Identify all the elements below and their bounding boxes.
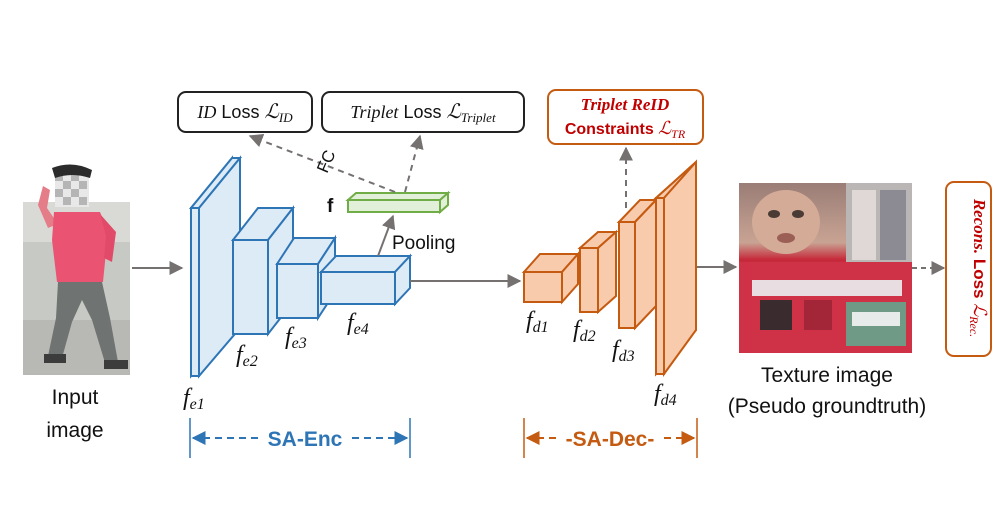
feature-label: f	[327, 196, 334, 217]
label-fe4: fe4	[347, 310, 369, 338]
pooling-arrow	[377, 214, 396, 257]
triplet-arrow	[404, 134, 424, 193]
encoder-block-e3	[275, 234, 337, 322]
label-fe3: fe3	[285, 324, 307, 352]
decoder-block-d2	[577, 229, 619, 315]
label-fe2: fe2	[236, 342, 258, 370]
label-fd3: fd3	[612, 337, 635, 365]
sa-dec-bracket	[523, 418, 698, 458]
input-person-image	[23, 164, 130, 375]
input-label-line2: image	[46, 419, 103, 442]
tr-constraints-box	[547, 89, 704, 145]
triplet-loss-label: Triplet Loss ℒTriplet	[350, 101, 496, 125]
recons-loss-label: Recons. Loss ℒRec.	[967, 198, 990, 337]
decoder-block-d4	[653, 159, 697, 378]
texture-label-line1: Texture image	[761, 364, 893, 387]
texture-label-line2: (Pseudo groundtruth)	[728, 395, 926, 418]
label-fd2: fd2	[573, 317, 596, 345]
id-loss-label: ID Loss ℒID	[196, 101, 293, 125]
fc-arrow	[248, 134, 396, 193]
tr-constraints-line2: Constraints ℒTR	[565, 118, 686, 141]
tr-constraints-line1: Triplet ReID	[581, 95, 670, 114]
label-fd4: fd4	[654, 381, 677, 409]
label-fe1: fe1	[183, 385, 205, 413]
triplet-loss-box	[321, 91, 525, 133]
pooling-label: Pooling	[392, 233, 455, 254]
label-fd1: fd1	[526, 308, 549, 336]
input-label-line1: Input	[52, 386, 99, 409]
texture-image	[739, 183, 912, 353]
feature-vector-box	[345, 190, 451, 215]
sa-dec-label: -SA-Dec-	[566, 428, 655, 451]
sa-enc-bracket	[189, 418, 411, 458]
sa-enc-label: SA-Enc	[268, 428, 343, 451]
encoder-block-e1	[188, 155, 243, 379]
recons-loss-box	[945, 181, 992, 357]
fc-label: FC	[313, 147, 339, 175]
decoder-block-d3	[616, 197, 659, 331]
decoder-block-d1	[521, 251, 581, 305]
id-loss-box	[177, 91, 313, 133]
encoder-block-e4	[318, 253, 413, 307]
